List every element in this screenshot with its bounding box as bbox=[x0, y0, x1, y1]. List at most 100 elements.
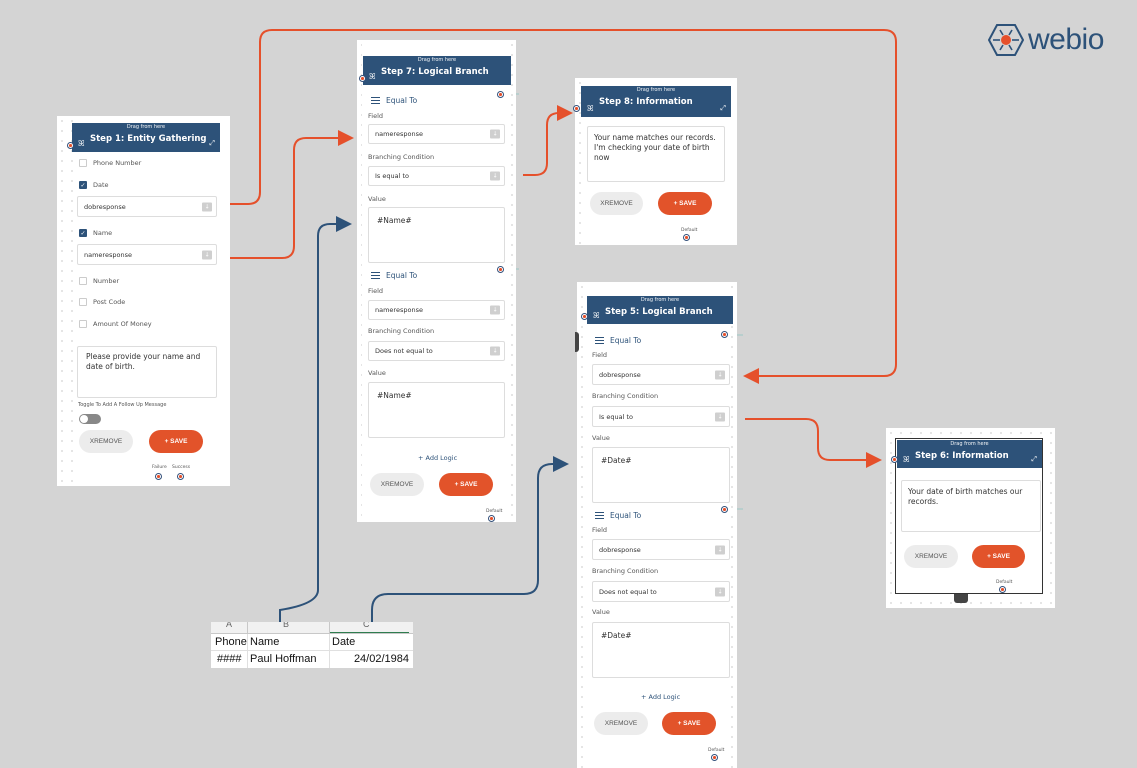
input-connector[interactable] bbox=[67, 142, 74, 149]
rule1-field-select[interactable]: nameresponse↓ bbox=[368, 124, 505, 144]
date-variable-select[interactable]: dobresponse↓ bbox=[77, 196, 217, 217]
save-button[interactable]: + SAVE bbox=[439, 473, 493, 496]
value-label: Value bbox=[368, 195, 386, 203]
branching-label: Branching Condition bbox=[592, 392, 659, 400]
logo-text: webio bbox=[1028, 23, 1104, 56]
step8-header[interactable]: Drag from here Step 8: Information ꕤ ⤢ bbox=[581, 86, 731, 117]
value-label: Value bbox=[368, 369, 386, 377]
remove-button[interactable]: XREMOVE bbox=[590, 192, 643, 215]
remove-button[interactable]: XREMOVE bbox=[79, 430, 133, 453]
drag-handle[interactable]: Drag from here bbox=[417, 57, 457, 63]
rule1-field-select[interactable]: dobresponse↓ bbox=[592, 364, 730, 385]
rule2-field-select[interactable]: nameresponse↓ bbox=[368, 300, 505, 320]
save-button[interactable]: + SAVE bbox=[972, 545, 1025, 568]
drag-handle[interactable]: Drag from here bbox=[640, 297, 680, 303]
remove-button[interactable]: XREMOVE bbox=[904, 545, 958, 568]
flow-icon: ꕤ bbox=[369, 72, 376, 81]
rule2-condition-select[interactable]: Does not equal to↓ bbox=[368, 341, 505, 361]
expand-icon[interactable]: ⤢ bbox=[209, 139, 215, 147]
default-connector[interactable] bbox=[488, 515, 495, 522]
step5-header[interactable]: Drag from here Step 5: Logical Branch ꕤ bbox=[587, 296, 733, 324]
step1-card: Drag from here Step 1: Entity Gathering … bbox=[57, 116, 230, 486]
step7-card: Drag from here Step 7: Logical Branch ꕤ … bbox=[357, 40, 516, 522]
expand-icon[interactable]: ⤢ bbox=[1031, 455, 1037, 463]
add-logic-button[interactable]: + Add Logic bbox=[641, 693, 681, 701]
logo-hexagon-icon bbox=[988, 24, 1024, 56]
dropdown-icon[interactable]: ↓ bbox=[202, 250, 212, 259]
cell-name: Paul Hoffman bbox=[250, 653, 317, 665]
drag-handle[interactable]: Drag from here bbox=[950, 441, 989, 447]
default-label: Default bbox=[681, 228, 698, 233]
option-phone-number[interactable]: Phone Number bbox=[79, 159, 141, 167]
dropdown-icon[interactable]: ↓ bbox=[715, 587, 725, 596]
default-connector[interactable] bbox=[999, 586, 1006, 593]
failure-label: Failure bbox=[152, 465, 167, 470]
rule2-output-connector[interactable] bbox=[497, 266, 504, 273]
input-connector[interactable] bbox=[891, 456, 898, 463]
message-textarea[interactable]: Please provide your name and date of bir… bbox=[77, 346, 217, 398]
rule1-value-input[interactable]: #Name# bbox=[368, 207, 505, 263]
option-date[interactable]: ✓Date bbox=[79, 181, 109, 189]
checkbox-checked-icon[interactable]: ✓ bbox=[79, 229, 87, 237]
rule1-output-connector[interactable] bbox=[497, 91, 504, 98]
option-name[interactable]: ✓Name bbox=[79, 229, 113, 237]
success-connector[interactable] bbox=[177, 473, 184, 480]
input-connector[interactable] bbox=[573, 105, 580, 112]
option-number[interactable]: Number bbox=[79, 277, 119, 285]
dropdown-icon[interactable]: ↓ bbox=[490, 129, 500, 139]
checkbox-icon[interactable] bbox=[79, 298, 87, 306]
drag-handle[interactable]: Drag from here bbox=[126, 124, 166, 130]
rule2-value-input[interactable]: #Date# bbox=[592, 622, 730, 678]
default-connector[interactable] bbox=[683, 234, 690, 241]
rule-icon bbox=[595, 337, 604, 344]
rule2-condition-select[interactable]: Does not equal to↓ bbox=[592, 581, 730, 602]
toggle-label: Toggle To Add A Follow Up Message bbox=[78, 402, 167, 408]
drag-handle[interactable]: Drag from here bbox=[636, 87, 676, 93]
webio-logo: webio bbox=[988, 22, 1128, 62]
checkbox-checked-icon[interactable]: ✓ bbox=[79, 181, 87, 189]
name-variable-select[interactable]: nameresponse↓ bbox=[77, 244, 217, 265]
step5-card: Drag from here Step 5: Logical Branch ꕤ … bbox=[575, 282, 737, 768]
step6-header[interactable]: Drag from here Step 6: Information ꕤ ⤢ bbox=[897, 440, 1042, 468]
dropdown-icon[interactable]: ↓ bbox=[490, 305, 500, 315]
input-connector[interactable] bbox=[359, 75, 366, 82]
follow-up-toggle[interactable] bbox=[79, 414, 101, 424]
failure-connector[interactable] bbox=[155, 473, 162, 480]
dropdown-icon[interactable]: ↓ bbox=[715, 545, 725, 554]
step7-header[interactable]: Drag from here Step 7: Logical Branch ꕤ bbox=[363, 56, 511, 85]
dropdown-icon[interactable]: ↓ bbox=[202, 202, 212, 211]
save-button[interactable]: + SAVE bbox=[149, 430, 203, 453]
dropdown-icon[interactable]: ↓ bbox=[490, 346, 500, 356]
default-connector[interactable] bbox=[711, 754, 718, 761]
checkbox-icon[interactable] bbox=[79, 277, 87, 285]
message-textarea[interactable]: Your name matches our records. I'm check… bbox=[587, 126, 725, 182]
rule2-value-input[interactable]: #Name# bbox=[368, 382, 505, 438]
message-textarea[interactable]: Your date of birth matches our records. bbox=[901, 480, 1041, 532]
rule1-equal-to: Equal To bbox=[595, 336, 641, 345]
remove-button[interactable]: XREMOVE bbox=[370, 473, 424, 496]
dropdown-icon[interactable]: ↓ bbox=[490, 171, 500, 181]
checkbox-icon[interactable] bbox=[79, 159, 87, 167]
checkbox-icon[interactable] bbox=[79, 320, 87, 328]
save-button[interactable]: + SAVE bbox=[658, 192, 712, 215]
option-post-code[interactable]: Post Code bbox=[79, 298, 125, 306]
rule2-output-connector[interactable] bbox=[721, 506, 728, 513]
expand-icon[interactable]: ⤢ bbox=[720, 104, 726, 112]
rule1-output-connector[interactable] bbox=[721, 331, 728, 338]
rule1-condition-select[interactable]: Is equal to↓ bbox=[368, 166, 505, 186]
rule1-condition-select[interactable]: Is equal to↓ bbox=[592, 406, 730, 427]
input-connector[interactable] bbox=[581, 313, 588, 320]
dropdown-icon[interactable]: ↓ bbox=[715, 412, 725, 421]
rule2-field-select[interactable]: dobresponse↓ bbox=[592, 539, 730, 560]
side-tab bbox=[575, 332, 579, 352]
save-button[interactable]: + SAVE bbox=[662, 712, 716, 735]
bottom-handle bbox=[954, 594, 968, 603]
option-amount-of-money[interactable]: Amount Of Money bbox=[79, 320, 152, 328]
dropdown-icon[interactable]: ↓ bbox=[715, 370, 725, 379]
step-title: Step 8: Information bbox=[599, 97, 693, 107]
step1-header[interactable]: Drag from here Step 1: Entity Gathering … bbox=[72, 123, 220, 152]
flow-icon: ꕤ bbox=[78, 139, 85, 148]
rule1-value-input[interactable]: #Date# bbox=[592, 447, 730, 503]
add-logic-button[interactable]: + Add Logic bbox=[418, 454, 458, 462]
remove-button[interactable]: XREMOVE bbox=[594, 712, 648, 735]
